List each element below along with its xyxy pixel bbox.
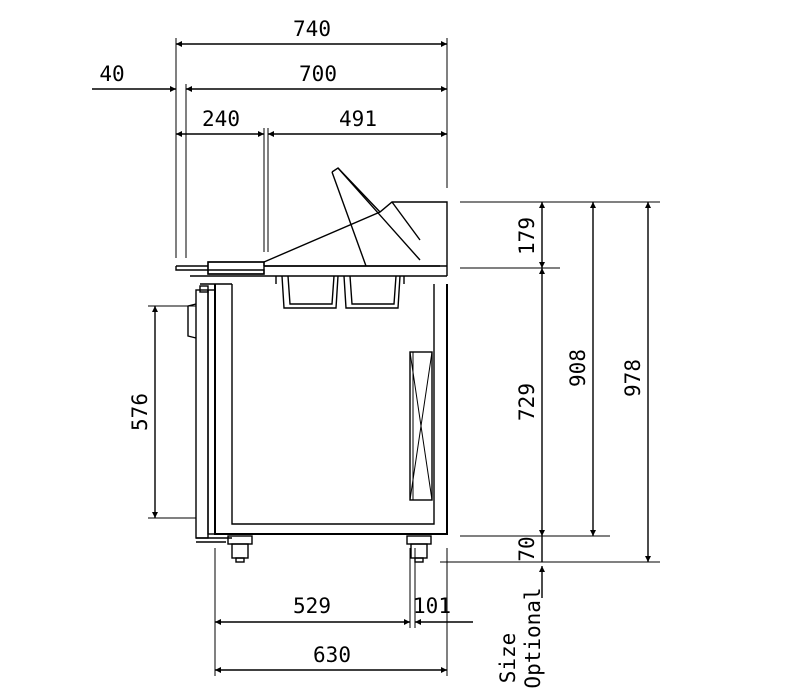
dimension-908: 908 bbox=[566, 202, 596, 536]
dimension-label-179: 179 bbox=[515, 217, 539, 255]
dimension-label-740: 740 bbox=[293, 17, 331, 41]
dimension-label-70: 70 bbox=[515, 536, 539, 561]
dimension-740: 740 bbox=[176, 17, 447, 47]
dimension-label-908: 908 bbox=[566, 349, 590, 387]
dimension-label-529: 529 bbox=[293, 594, 331, 618]
dimension-70: 70 bbox=[515, 536, 545, 598]
dimension-529: 529 bbox=[215, 594, 410, 625]
dimension-label-101: 101 bbox=[413, 594, 451, 618]
dimension-700: 700 bbox=[186, 62, 447, 92]
dimension-179: 179 bbox=[515, 202, 545, 268]
note-line-size: Size bbox=[496, 633, 520, 684]
dimension-101: 101 bbox=[413, 594, 473, 625]
dimension-label-576: 576 bbox=[128, 393, 152, 431]
dimension-label-700: 700 bbox=[299, 62, 337, 86]
dimension-label-240: 240 bbox=[202, 107, 240, 131]
dimension-491: 491 bbox=[268, 107, 447, 137]
refrigerated-prep-table bbox=[175, 167, 448, 563]
dimension-630: 630 bbox=[215, 643, 447, 673]
size-optional-note: Size Optional bbox=[496, 587, 545, 688]
dimension-576: 576 bbox=[128, 306, 158, 518]
dimension-40: 40 bbox=[92, 62, 176, 92]
dimension-label-630: 630 bbox=[313, 643, 351, 667]
dimension-label-978: 978 bbox=[621, 359, 645, 397]
dimension-240: 240 bbox=[176, 107, 264, 137]
note-line-optional: Optional bbox=[521, 587, 545, 688]
extension-lines bbox=[148, 38, 660, 676]
dimension-label-491: 491 bbox=[339, 107, 377, 131]
dimension-978: 978 bbox=[621, 202, 651, 562]
dimension-label-40: 40 bbox=[99, 62, 124, 86]
dimension-729: 729 bbox=[515, 268, 545, 536]
dimension-label-729: 729 bbox=[515, 383, 539, 421]
